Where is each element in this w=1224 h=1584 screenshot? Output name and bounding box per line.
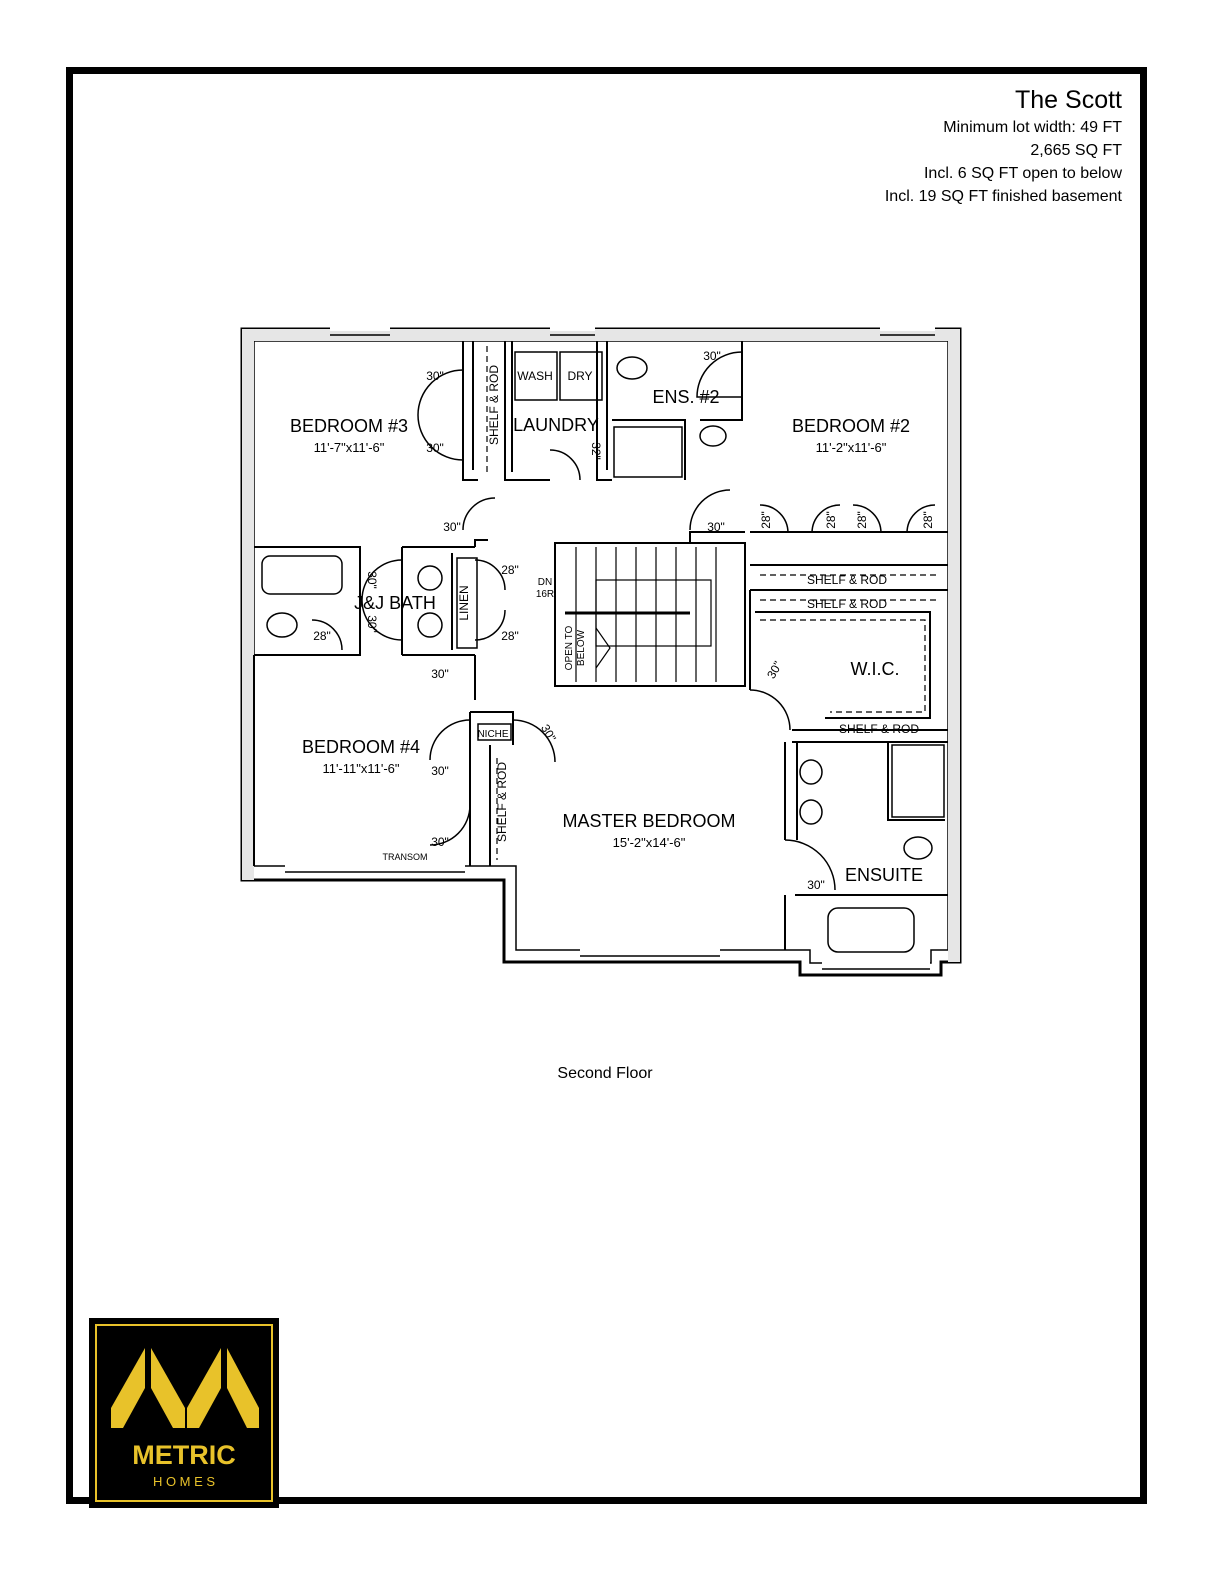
stair-dn-label: DN: [538, 577, 552, 588]
transom-label: TRANSOM: [383, 852, 428, 862]
door-size-label: 30": [365, 571, 379, 589]
door-size-label: 28": [855, 511, 869, 529]
linen-closet: [456, 557, 478, 649]
door-size-label: 30": [365, 615, 379, 633]
page-border: [66, 67, 1147, 1504]
floor-caption: Second Floor: [557, 1065, 653, 1082]
door-size-label: 30": [426, 441, 444, 455]
master-bedroom-dims: 15'-2"x14'-6": [613, 835, 686, 850]
door-size-label: 28": [313, 629, 331, 643]
washer-label: WASH: [517, 369, 553, 383]
washer: [514, 351, 558, 401]
wic-label: W.I.C.: [851, 659, 900, 679]
ensuite-shower: [891, 744, 945, 818]
door-size-label: 30": [431, 835, 449, 849]
linen-label: LINEN: [457, 585, 471, 620]
stair-treads: [565, 547, 717, 682]
ensuite-label: ENSUITE: [845, 865, 923, 885]
bedroom4-label: BEDROOM #4: [302, 737, 420, 757]
square-footage: 2,665 SQ FT: [1030, 142, 1122, 159]
door-size-label: 32": [589, 442, 603, 460]
logo-wordmark: METRIC: [132, 1440, 236, 1470]
ens2-sink: [699, 425, 727, 447]
wall-hatch-left: [242, 329, 254, 880]
logo-subtitle: H O M E S: [153, 1474, 215, 1489]
logo-mark: [111, 1348, 259, 1428]
basement-note: Incl. 19 SQ FT finished basement: [884, 188, 1122, 205]
bedroom3-dims: 11'-7"x11'-6": [314, 440, 385, 455]
plan-header: The Scott Minimum lot width: 49 FT 2,665…: [885, 84, 1122, 208]
shelf-rod-label-5: SHELF & ROD: [495, 762, 509, 842]
bedroom3-label: BEDROOM #3: [290, 416, 408, 436]
master-bedroom-label: MASTER BEDROOM: [562, 811, 735, 831]
door-size-label: 30": [443, 520, 461, 534]
door-size-label: 28": [501, 563, 519, 577]
bedroom2-label: BEDROOM #2: [792, 416, 910, 436]
door-size-label: 28": [921, 511, 935, 529]
door-size-label: 30": [431, 764, 449, 778]
door-size-label: 28": [759, 511, 773, 529]
model-title: The Scott: [1015, 86, 1122, 114]
door-size-label: 30": [703, 349, 721, 363]
wall-hatch-top: [242, 329, 960, 341]
door-size-label: 30": [431, 667, 449, 681]
niche: [477, 723, 512, 741]
jj-toilet: [266, 612, 298, 638]
niche-label: NICHE: [477, 729, 508, 740]
bedroom4-dims: 11'-11"x11'-6": [322, 761, 399, 776]
door-size-label: 30": [426, 369, 444, 383]
stair-risers-label: 16R: [536, 589, 554, 600]
laundry-label: LAUNDRY: [513, 415, 599, 435]
wall-hatch-right: [948, 329, 960, 962]
shelf-lines: [486, 346, 940, 860]
door-size-label: 30": [538, 722, 559, 744]
open-to-below-label-1: OPEN TO: [564, 625, 575, 670]
jj-bath-label: J&J BATH: [354, 593, 436, 613]
ens2-shower: [613, 426, 683, 478]
ensuite-sink-2: [799, 799, 823, 825]
ens2-toilet: [616, 356, 648, 380]
ensuite-sink-1: [799, 759, 823, 785]
ens2-label: ENS. #2: [652, 387, 719, 407]
shelf-rod-label-2: SHELF & ROD: [807, 597, 887, 611]
dryer-label: DRY: [567, 369, 592, 383]
door-size-label: 30": [764, 659, 785, 681]
door-size-label: 28": [824, 511, 838, 529]
logo-border: [95, 1324, 273, 1502]
lot-width: Minimum lot width: 49 FT: [943, 119, 1122, 136]
door-size-label: 30": [807, 878, 825, 892]
bedroom2-dims: 11'-2"x11'-6": [816, 440, 887, 455]
door-size-label: 30": [707, 520, 725, 534]
door-size-label: 28": [501, 629, 519, 643]
dryer: [559, 351, 603, 401]
open-to-below-label-2: BELOW: [576, 629, 587, 666]
jj-tub: [261, 555, 343, 595]
shelf-rod-label-1: SHELF & ROD: [807, 573, 887, 587]
shelf-rod-label-3: SHELF & ROD: [839, 722, 919, 736]
fixtures: [261, 351, 945, 953]
interior-walls: [253, 341, 948, 950]
ensuite-toilet: [903, 836, 933, 860]
open-to-below-note: Incl. 6 SQ FT open to below: [923, 165, 1122, 182]
shelf-rod-label-4: SHELF & ROD: [487, 365, 501, 445]
windows: [285, 327, 935, 970]
jj-sink-2: [417, 612, 443, 638]
jj-sink-1: [417, 565, 443, 591]
door-swings: [311, 351, 936, 891]
metric-homes-logo: METRIC H O M E S: [89, 1318, 279, 1508]
ensuite-tub: [827, 907, 915, 953]
